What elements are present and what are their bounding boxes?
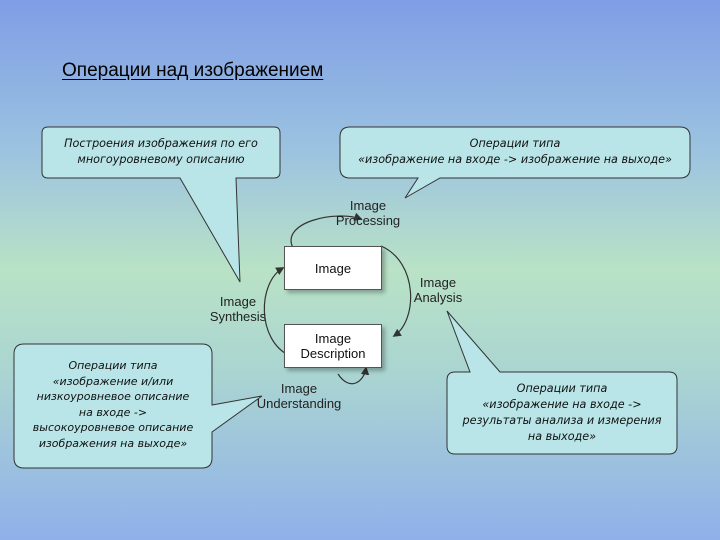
- callout-analysis-text: Операции типа «изображение на входе -> р…: [462, 382, 662, 443]
- arrow-image-synthesis: [263, 267, 291, 357]
- callout-understanding-text: Операции типа «изображение и/или низкоур…: [32, 359, 194, 450]
- callout-analysis-shape: [446, 310, 678, 455]
- arrow-image-understanding: [337, 366, 370, 385]
- node-image-description: Image Description: [284, 324, 382, 368]
- callout-processing-text: Операции типа «изображение на входе -> и…: [358, 137, 672, 166]
- node-image: Image: [284, 246, 382, 290]
- label-image-synthesis: Image Synthesis: [209, 294, 267, 324]
- arrow-image-processing: [290, 212, 363, 249]
- callout-synthesis-top-text: Построения изображения по его многоуровн…: [64, 137, 258, 166]
- page-title: Операции над изображением: [62, 60, 324, 81]
- label-image-understanding: Image Understanding: [256, 381, 342, 411]
- label-image-analysis: Image Analysis: [413, 275, 463, 305]
- arrow-image-analysis: [380, 245, 412, 337]
- callout-understanding-shape: [13, 343, 263, 469]
- label-image-processing: Image Processing: [335, 198, 401, 228]
- callout-processing-shape: [339, 126, 691, 199]
- callout-synthesis-top-shape: [41, 126, 281, 283]
